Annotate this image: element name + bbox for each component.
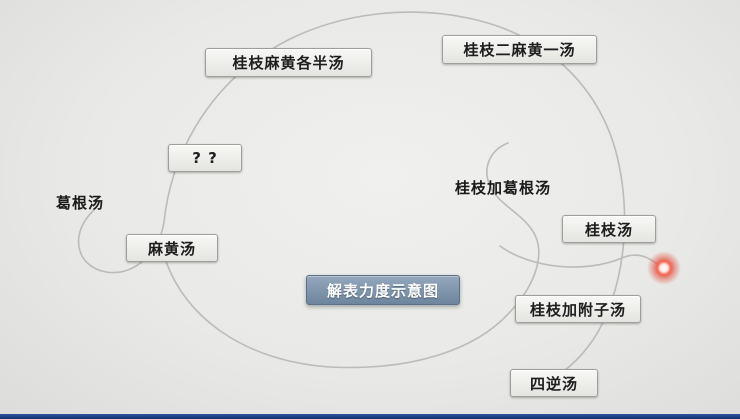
node-guizhi-mahuang-gebantang: 桂枝麻黄各半汤 — [205, 48, 372, 77]
node-question-marks: ? ? — [168, 144, 242, 172]
node-sini-tang: 四逆汤 — [510, 369, 598, 397]
node-guizhi-er-mahuang-yi-tang: 桂枝二麻黄一汤 — [442, 35, 597, 64]
node-guizhi-tang: 桂枝汤 — [562, 215, 656, 243]
video-progress-bar[interactable] — [0, 414, 740, 419]
node-mahuang-tang: 麻黄汤 — [126, 234, 218, 262]
laser-pointer-dot — [647, 251, 681, 285]
node-guizhi-jia-fuzi-tang: 桂枝加附子汤 — [515, 295, 641, 323]
diagram-title: 解表力度示意图 — [306, 275, 460, 305]
label-guizhi-jia-gegen-tang: 桂枝加葛根汤 — [455, 179, 552, 197]
label-gegen-tang: 葛根汤 — [56, 194, 105, 212]
spiral-curve — [77, 11, 661, 375]
